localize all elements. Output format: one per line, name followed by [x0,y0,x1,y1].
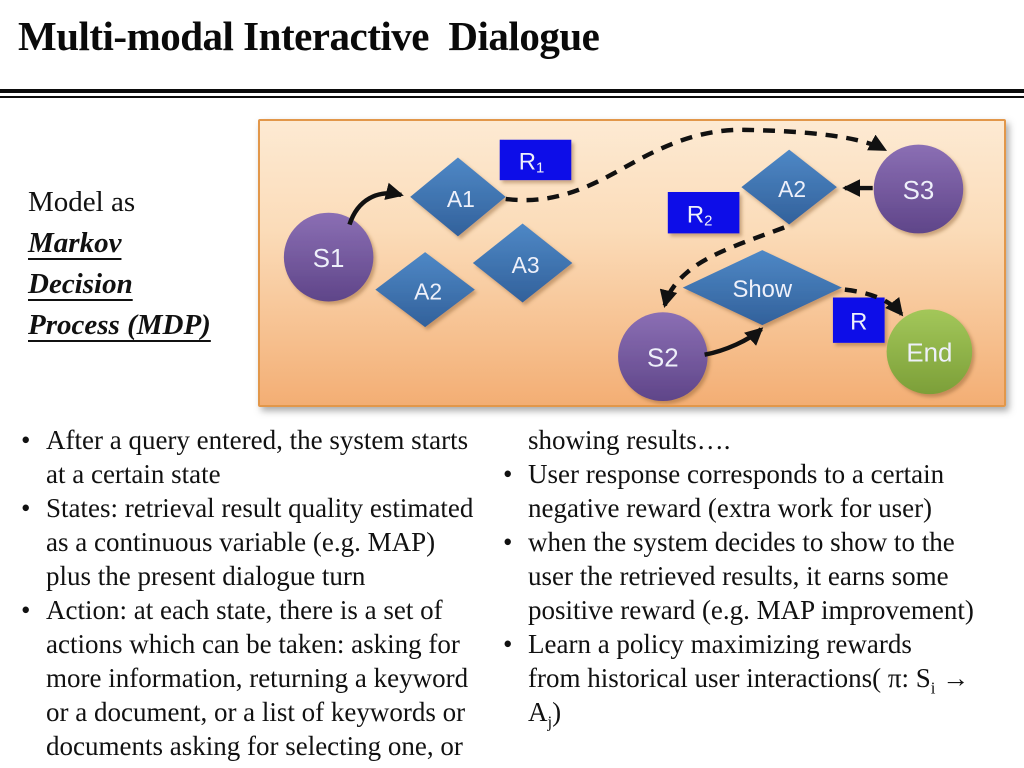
title-separator [0,89,1024,98]
edge-a1-s3-dashed [505,127,888,203]
text-line: actions which can be taken: asking for [20,627,506,661]
text-line: positive reward (e.g. MAP improvement) [502,593,1022,627]
line-text: when the system decides to show to the [528,527,955,557]
line-text: documents asking for selecting one, or [46,731,463,761]
label-end: End [906,340,952,368]
bullet-line: • After a query entered, the system start… [20,423,506,457]
label-a2-right: A2 [778,176,806,202]
label-a3: A3 [512,252,540,278]
text-line: user the retrieved results, it earns som… [502,559,1022,593]
line-text: plus the present dialogue turn [46,561,366,591]
edge-show-end-dashed [844,287,904,317]
line-text: Aj) [528,697,562,732]
subscript: i [930,678,936,698]
line-text: Action: at each state, there is a set of [46,595,443,625]
label-show: Show [732,276,793,303]
model-as-label: Model as Markov Decision Process (MDP) [28,182,211,346]
line-text: Learn a policy maximizing rewards [528,629,912,659]
label-r2: R2 [687,201,713,229]
bullet-column-left: • After a query entered, the system start… [20,423,506,768]
line-text: showing results…. [46,765,249,768]
mdp-diagram: S1 S3 S2 End A1 A2 A3 A2 Show R1 R2 R [283,127,973,402]
subscript: j [547,712,553,732]
text-line: as a continuous variable (e.g. MAP) [20,525,506,559]
bullet-marker: • [503,629,513,659]
line-text: States: retrieval result quality estimat… [46,493,474,523]
label-s2: S2 [647,345,679,373]
edge-s1-a1 [347,182,404,226]
bullet-marker: • [21,425,31,455]
line-text: After a query entered, the system starts [46,425,469,455]
page-title: Multi-modal Interactive Dialogue [18,13,600,59]
text-line: at a certain state [20,457,506,491]
edge-s2-show [704,327,764,357]
reward-node-r [832,297,885,343]
line-text: as a continuous variable (e.g. MAP) [46,527,436,557]
text-line: or a document, or a list of keywords or [20,695,506,729]
action-node-a2-left [375,252,475,328]
action-node-a2-right [741,149,837,225]
model-as-decision: Decision [28,268,133,300]
reward-node-r1 [499,139,572,181]
label-s1: S1 [313,245,345,273]
model-as-process: Process (MDP) [28,309,211,341]
line-text: or a document, or a list of keywords or [46,697,466,727]
state-node-s3 [873,144,964,234]
bullet-marker: • [503,459,513,489]
line-text: User response corresponds to a certain [528,459,945,489]
line-text: actions which can be taken: asking for [46,629,460,659]
text-line: Aj) [502,695,1022,732]
state-node-s1 [283,212,374,302]
reward-node-r2 [667,192,740,234]
text-line: plus the present dialogue turn [20,559,506,593]
mdp-diagram-panel: S1 S3 S2 End A1 A2 A3 A2 Show R1 R2 R [258,119,1006,407]
bullet-line: • Action: at each state, there is a set o… [20,593,506,627]
label-s3: S3 [903,177,935,205]
line-text: at a certain state [46,459,221,489]
line-text: user the retrieved results, it earns som… [528,561,949,591]
model-as-markov: Markov [28,227,122,259]
label-r: R [850,309,867,336]
bullet-line: • Learn a policy maximizing rewards [502,627,1022,661]
bullet-marker: • [503,527,513,557]
bullet-line: • User response corresponds to a certain [502,457,1022,491]
end-node [886,309,973,395]
model-as-intro: Model as [28,186,136,218]
text-line: documents asking for selecting one, or [20,729,506,763]
text-line: negative reward (extra work for user) [502,491,1022,525]
bullet-marker: • [21,493,31,523]
action-node-a3 [472,223,573,303]
line-text: negative reward (extra work for user) [528,493,933,523]
label-a2-left: A2 [414,279,442,305]
label-r1: R1 [519,148,545,176]
line-text: from historical user interactions( π: Si… [528,663,970,698]
bullet-marker: • [21,595,31,625]
text-line: from historical user interactions( π: Si… [502,661,1022,698]
bullet-line: • States: retrieval result quality estima… [20,491,506,525]
text-line: showing results…. [20,763,506,768]
text-line: showing results…. [502,423,1022,457]
edge-a2-s2-dashed [659,225,785,308]
line-text: showing results…. [528,425,731,455]
line-text: more information, returning a keyword [46,663,469,693]
bullet-line: • when the system decides to show to the [502,525,1022,559]
state-node-s2 [618,312,708,402]
label-a1: A1 [447,186,475,212]
bullet-column-right: showing results…. • User response correspo… [502,423,1022,732]
text-line: more information, returning a keyword [20,661,506,695]
line-text: positive reward (e.g. MAP improvement) [528,595,974,625]
